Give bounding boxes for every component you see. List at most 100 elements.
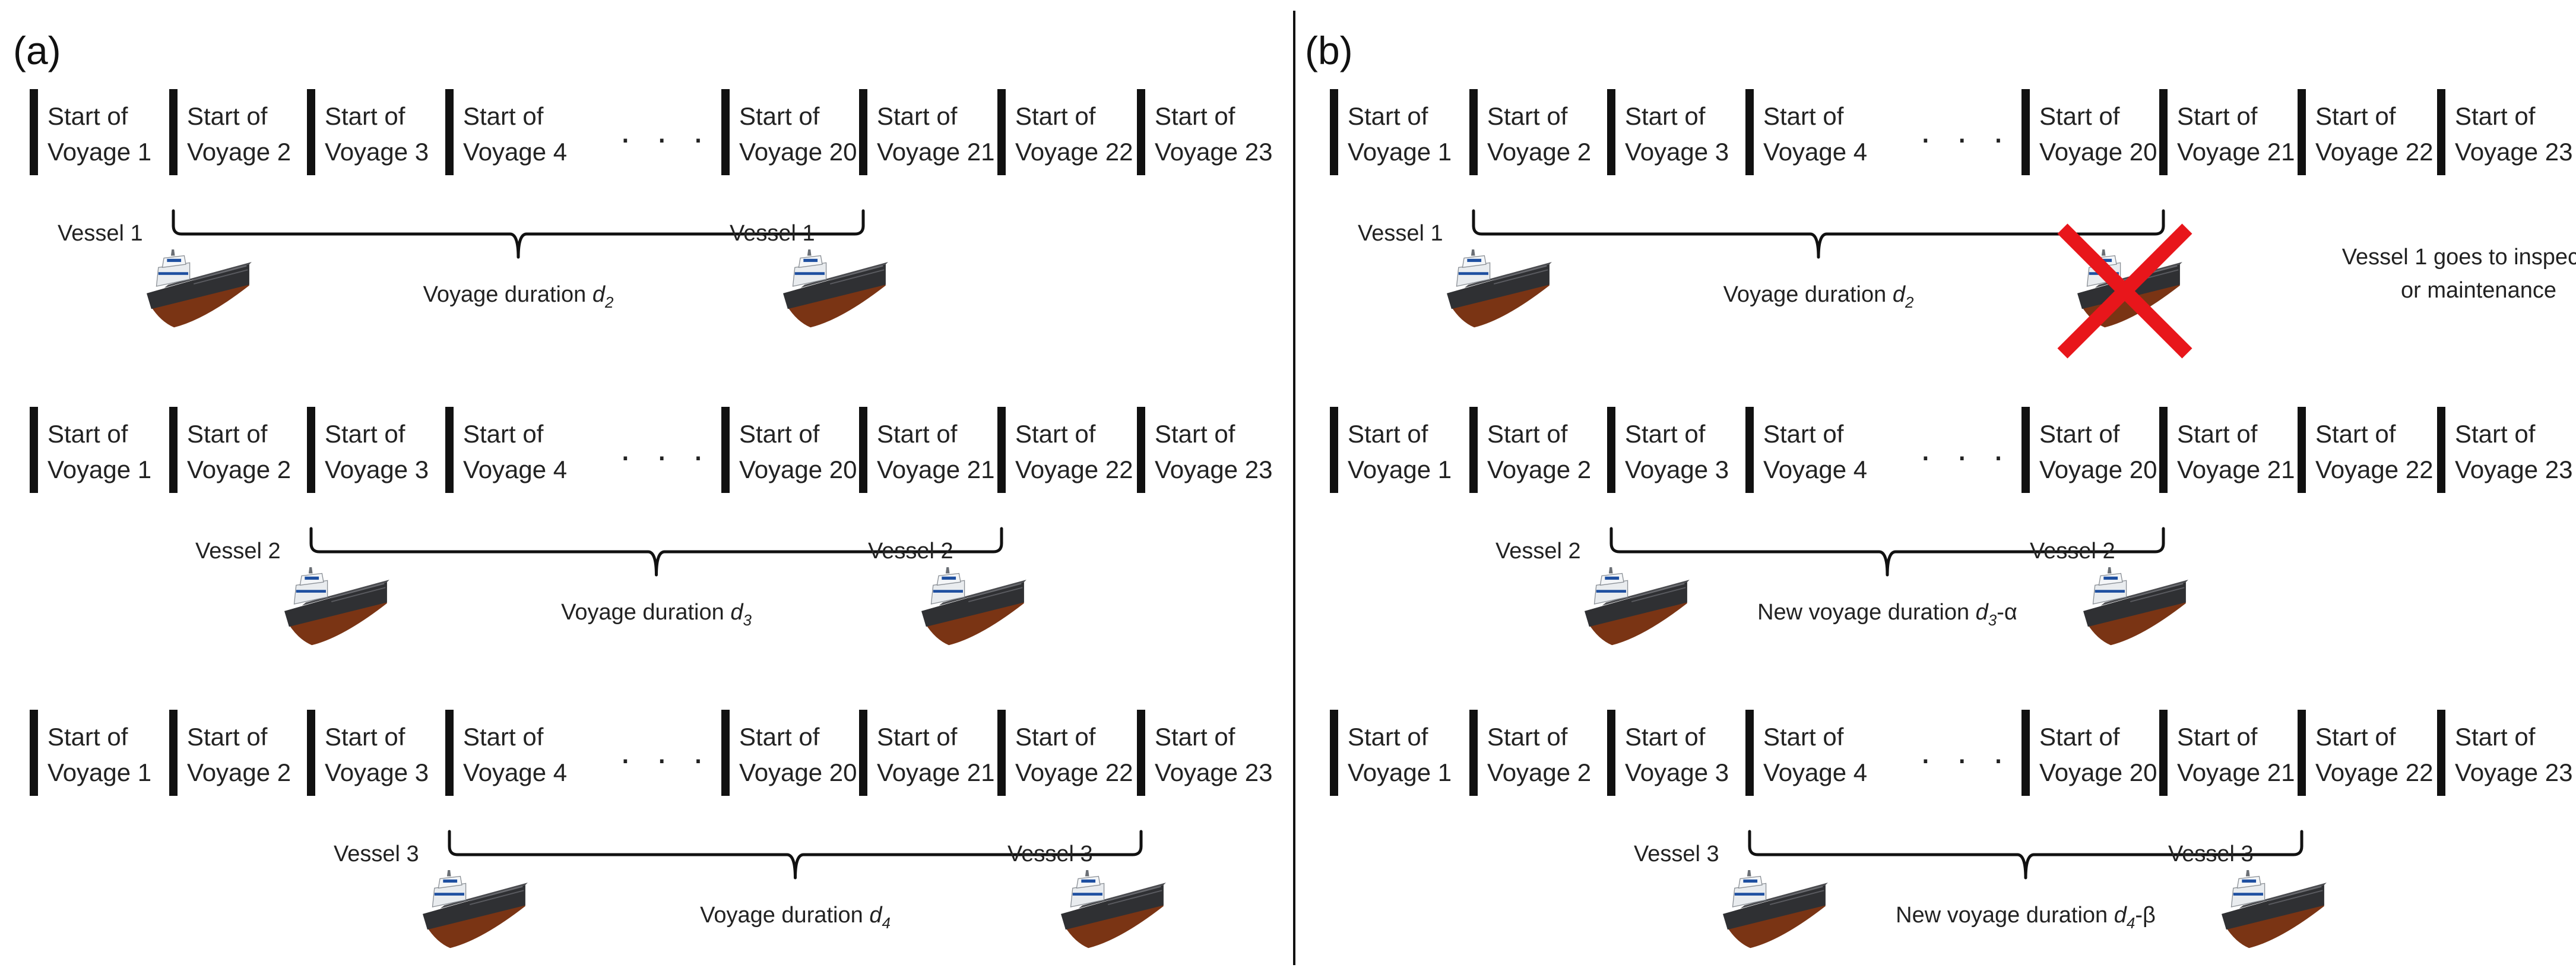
duration-brace bbox=[448, 830, 1143, 880]
marker-label: Start of bbox=[47, 723, 128, 751]
marker-label: Start of bbox=[1015, 420, 1096, 448]
vessel-start: Vessel 2 bbox=[195, 539, 390, 646]
cross-icon bbox=[2057, 223, 2192, 359]
marker-label: Start of bbox=[1348, 420, 1428, 448]
ellipsis: . . . bbox=[1921, 428, 2011, 468]
marker-label: Start of bbox=[325, 420, 405, 448]
duration-brace bbox=[1748, 830, 2303, 880]
vessel-label: Vessel 2 bbox=[868, 539, 953, 564]
marker-bar bbox=[169, 710, 178, 796]
marker-bar bbox=[1745, 407, 1754, 493]
marker-label: Voyage 23 bbox=[1155, 456, 1273, 483]
marker-label: Start of bbox=[2455, 723, 2536, 751]
marker-bar bbox=[2159, 710, 2168, 796]
marker-label: Start of bbox=[1625, 102, 1706, 130]
marker-label: Voyage 2 bbox=[187, 138, 291, 166]
marker-label: Start of bbox=[187, 102, 268, 130]
marker-bar bbox=[30, 710, 38, 796]
marker-label: Voyage 21 bbox=[877, 758, 995, 786]
marker-label: Start of bbox=[2315, 723, 2396, 751]
marker-bar bbox=[1137, 89, 1145, 175]
ellipsis: . . . bbox=[620, 731, 711, 771]
marker-label: Voyage 20 bbox=[2039, 138, 2157, 166]
ship-icon bbox=[422, 869, 528, 949]
ellipsis: . . . bbox=[620, 428, 711, 468]
marker-label: Voyage 20 bbox=[2039, 758, 2157, 786]
marker-label: Voyage 3 bbox=[325, 758, 429, 786]
marker-label: Start of bbox=[325, 723, 405, 751]
marker-bar bbox=[30, 89, 38, 175]
vessel-start: Vessel 3 bbox=[1634, 842, 1829, 949]
marker-bar bbox=[997, 710, 1006, 796]
note-line: or maintenance bbox=[2401, 278, 2556, 303]
voyage-start-marker: Start of Voyage 23 bbox=[2437, 407, 2573, 493]
marker-bar bbox=[1330, 89, 1338, 175]
marker-label: Start of bbox=[877, 420, 958, 448]
marker-label: Start of bbox=[877, 723, 958, 751]
duration-label: Voyage duration d2 bbox=[1723, 282, 1914, 311]
marker-label: Start of bbox=[2177, 723, 2258, 751]
vessel-start: Vessel 2 bbox=[1495, 539, 1690, 646]
marker-label: Voyage 21 bbox=[877, 456, 995, 483]
marker-bar bbox=[1137, 710, 1145, 796]
marker-label: Voyage 3 bbox=[1625, 138, 1729, 166]
marker-bar bbox=[1745, 89, 1754, 175]
vessel-end: Vessel 3 bbox=[1007, 842, 1167, 949]
marker-bar bbox=[1330, 407, 1338, 493]
marker-bar bbox=[307, 407, 315, 493]
voyage-start-marker: Start of Voyage 22 bbox=[2298, 89, 2434, 175]
duration-label: Voyage duration d3 bbox=[561, 600, 752, 629]
marker-bar bbox=[1469, 710, 1478, 796]
marker-bar bbox=[445, 407, 454, 493]
marker-label: Start of bbox=[1487, 723, 1568, 751]
ellipsis: . . . bbox=[620, 110, 711, 150]
ship-icon bbox=[146, 248, 252, 328]
ship-icon bbox=[2083, 566, 2189, 646]
marker-bar bbox=[2159, 89, 2168, 175]
marker-bar bbox=[859, 407, 867, 493]
marker-bar bbox=[307, 89, 315, 175]
marker-bar bbox=[2298, 89, 2306, 175]
marker-label: Voyage 4 bbox=[463, 456, 567, 483]
marker-label: Voyage 21 bbox=[2177, 758, 2295, 786]
marker-label: Start of bbox=[2455, 420, 2536, 448]
marker-label: Start of bbox=[1155, 723, 1235, 751]
marker-label: Start of bbox=[1155, 420, 1235, 448]
marker-label: Voyage 22 bbox=[1015, 456, 1133, 483]
marker-label: Voyage 21 bbox=[877, 138, 995, 166]
vessel-end: Vessel 2 bbox=[868, 539, 1027, 646]
marker-bar bbox=[2437, 407, 2445, 493]
marker-label: Voyage 23 bbox=[2455, 456, 2573, 483]
marker-label: Start of bbox=[463, 723, 544, 751]
marker-bar bbox=[1137, 407, 1145, 493]
marker-label: Start of bbox=[2315, 102, 2396, 130]
marker-label: Start of bbox=[739, 102, 820, 130]
marker-bar bbox=[2437, 89, 2445, 175]
panel-label: (a) bbox=[13, 29, 61, 72]
marker-label: Start of bbox=[2177, 102, 2258, 130]
marker-label: Voyage 22 bbox=[2315, 138, 2434, 166]
marker-label: Start of bbox=[187, 420, 268, 448]
marker-label: Voyage 2 bbox=[1487, 758, 1591, 786]
vessel-end: Vessel 1 bbox=[730, 221, 889, 328]
marker-label: Start of bbox=[187, 723, 268, 751]
voyage-start-marker: Start of Voyage 3 bbox=[1607, 89, 1729, 175]
